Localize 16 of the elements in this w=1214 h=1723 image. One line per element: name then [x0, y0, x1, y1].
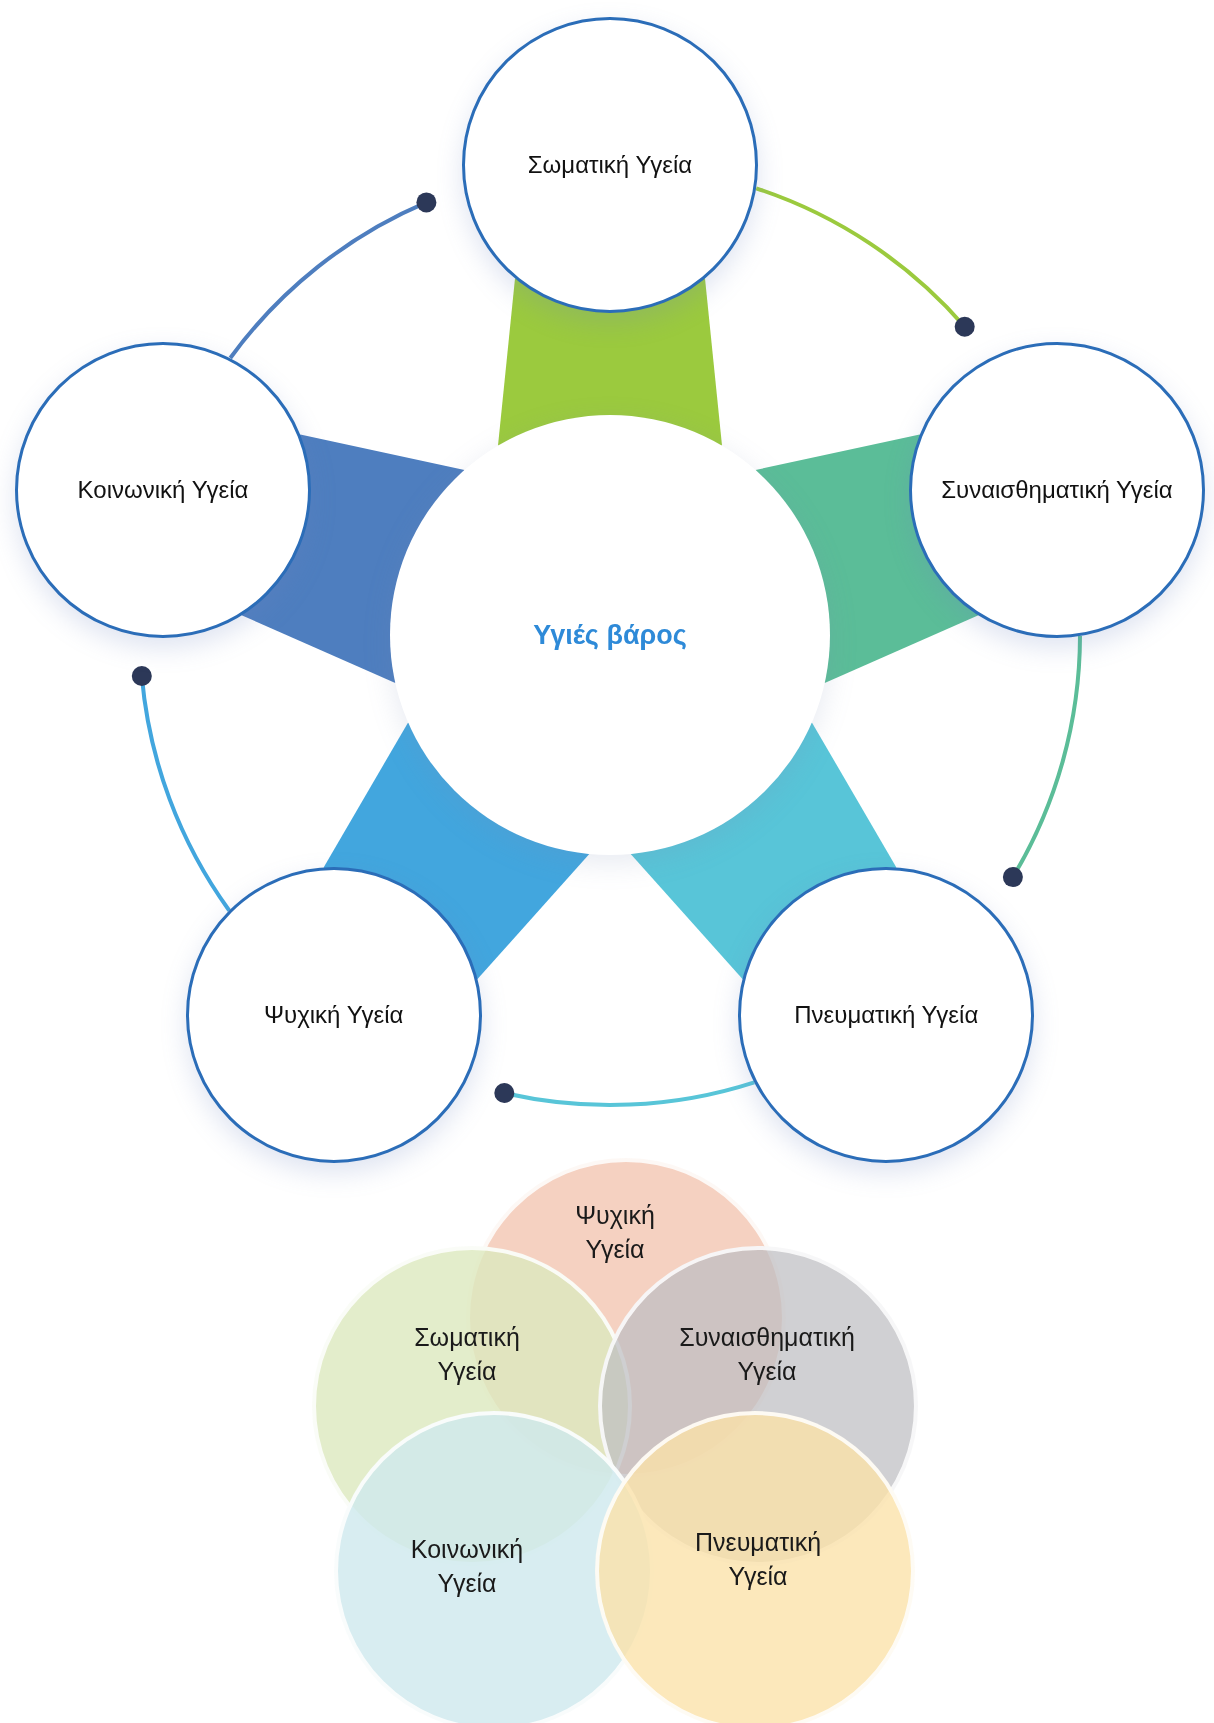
node-label: Ψυχική Υγεία	[264, 1001, 404, 1030]
arc-connector	[494, 1080, 755, 1107]
hub-label: Υγιές βάρος	[533, 619, 687, 651]
venn-label: Σωματική Υγεία	[414, 1322, 520, 1387]
node-label: Σωματική Υγεία	[527, 151, 693, 179]
venn-label: Πνευματική Υγεία	[694, 1527, 822, 1592]
node-label: Κοινωνική Υγεία	[77, 475, 249, 504]
venn-label: Ψυχική Υγεία	[575, 1200, 655, 1265]
node-label: Πνευματική Υγεία	[794, 1001, 979, 1030]
node-label: Συναισθηματική Υγεία	[941, 475, 1173, 504]
venn-label: Κοινωνική Υγεία	[410, 1534, 524, 1599]
arc-connector	[755, 186, 975, 337]
venn-label: Συναισθηματική Υγεία	[679, 1322, 855, 1387]
arc-connector	[228, 192, 437, 360]
arc-connector	[131, 666, 231, 912]
arc-connector	[1002, 635, 1082, 888]
